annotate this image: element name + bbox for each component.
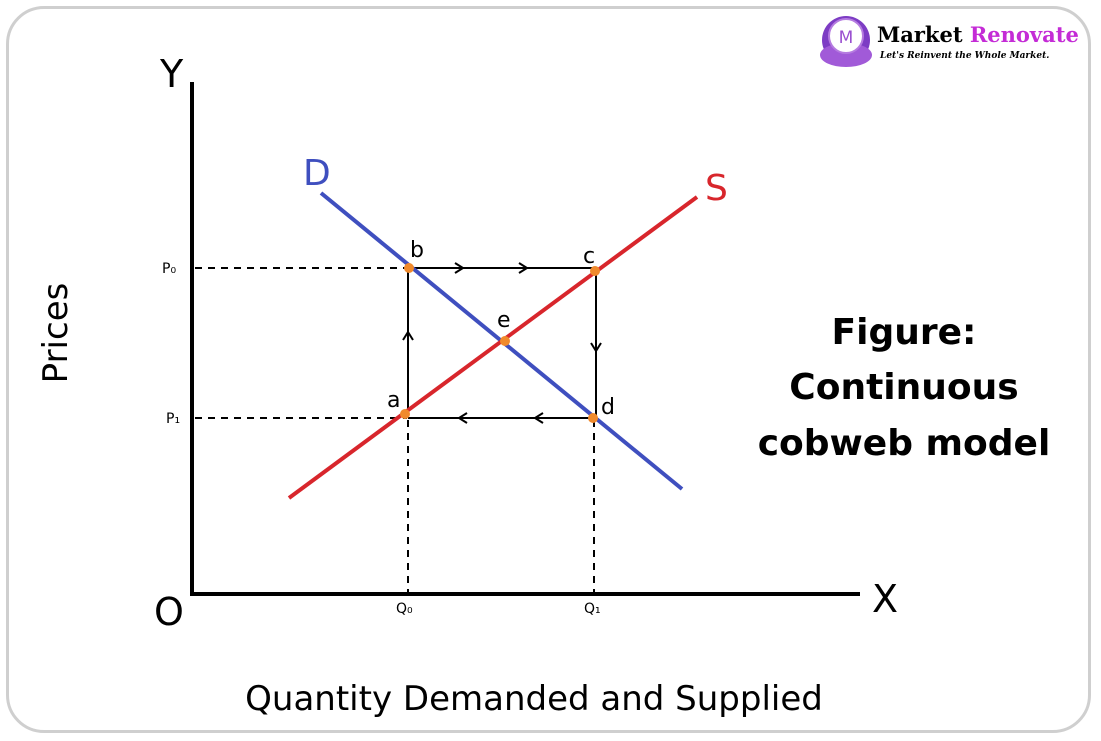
supply-curve-label: S: [705, 168, 728, 209]
figure-title-line2: Continuous: [789, 367, 1018, 408]
arrow-left-icon: [533, 412, 544, 424]
logo-letter: M: [839, 28, 854, 48]
origin-label: O: [154, 590, 184, 634]
x-axis-letter: X: [872, 577, 898, 621]
brand-name: Market Renovate: [877, 22, 1079, 47]
point-label-d: d: [601, 395, 615, 420]
arrow-right-icon: [518, 262, 529, 274]
y-axis-title: Prices: [36, 283, 76, 384]
brand-logo: M: [820, 16, 872, 67]
point-a: [400, 409, 410, 419]
brand-name-part2: Renovate: [970, 22, 1079, 47]
arrow-up-icon: [402, 330, 414, 341]
arrow-right-icon: [454, 262, 465, 274]
point-e: [500, 336, 510, 346]
logo-base: [820, 43, 872, 67]
point-label-e: e: [497, 308, 511, 333]
figure-title-line3: cobweb model: [758, 423, 1051, 464]
point-label-c: c: [583, 244, 595, 269]
y-axis-letter: Y: [159, 52, 184, 96]
tick-label-q0: Q₀: [396, 601, 413, 617]
figure-title-line1: Figure:: [832, 312, 977, 353]
arrow-left-icon: [457, 412, 468, 424]
tick-label-q1: Q₁: [584, 601, 601, 617]
tick-label-p0: P₀: [162, 261, 176, 277]
brand-tagline: Let's Reinvent the Whole Market.: [879, 51, 1049, 61]
diagram-frame: [6, 6, 1091, 733]
arrow-down-icon: [590, 342, 602, 353]
point-c: [590, 266, 600, 276]
brand-name-part1: Market: [877, 22, 963, 47]
point-b: [404, 263, 414, 273]
supply-curve: [287, 195, 699, 500]
tick-label-p1: P₁: [166, 411, 180, 427]
point-label-a: a: [387, 388, 400, 413]
point-d: [588, 413, 598, 423]
demand-curve-label: D: [303, 153, 331, 194]
x-axis-title: Quantity Demanded and Supplied: [245, 679, 823, 719]
point-label-b: b: [410, 238, 424, 263]
logo-bulb-icon: [828, 18, 864, 54]
